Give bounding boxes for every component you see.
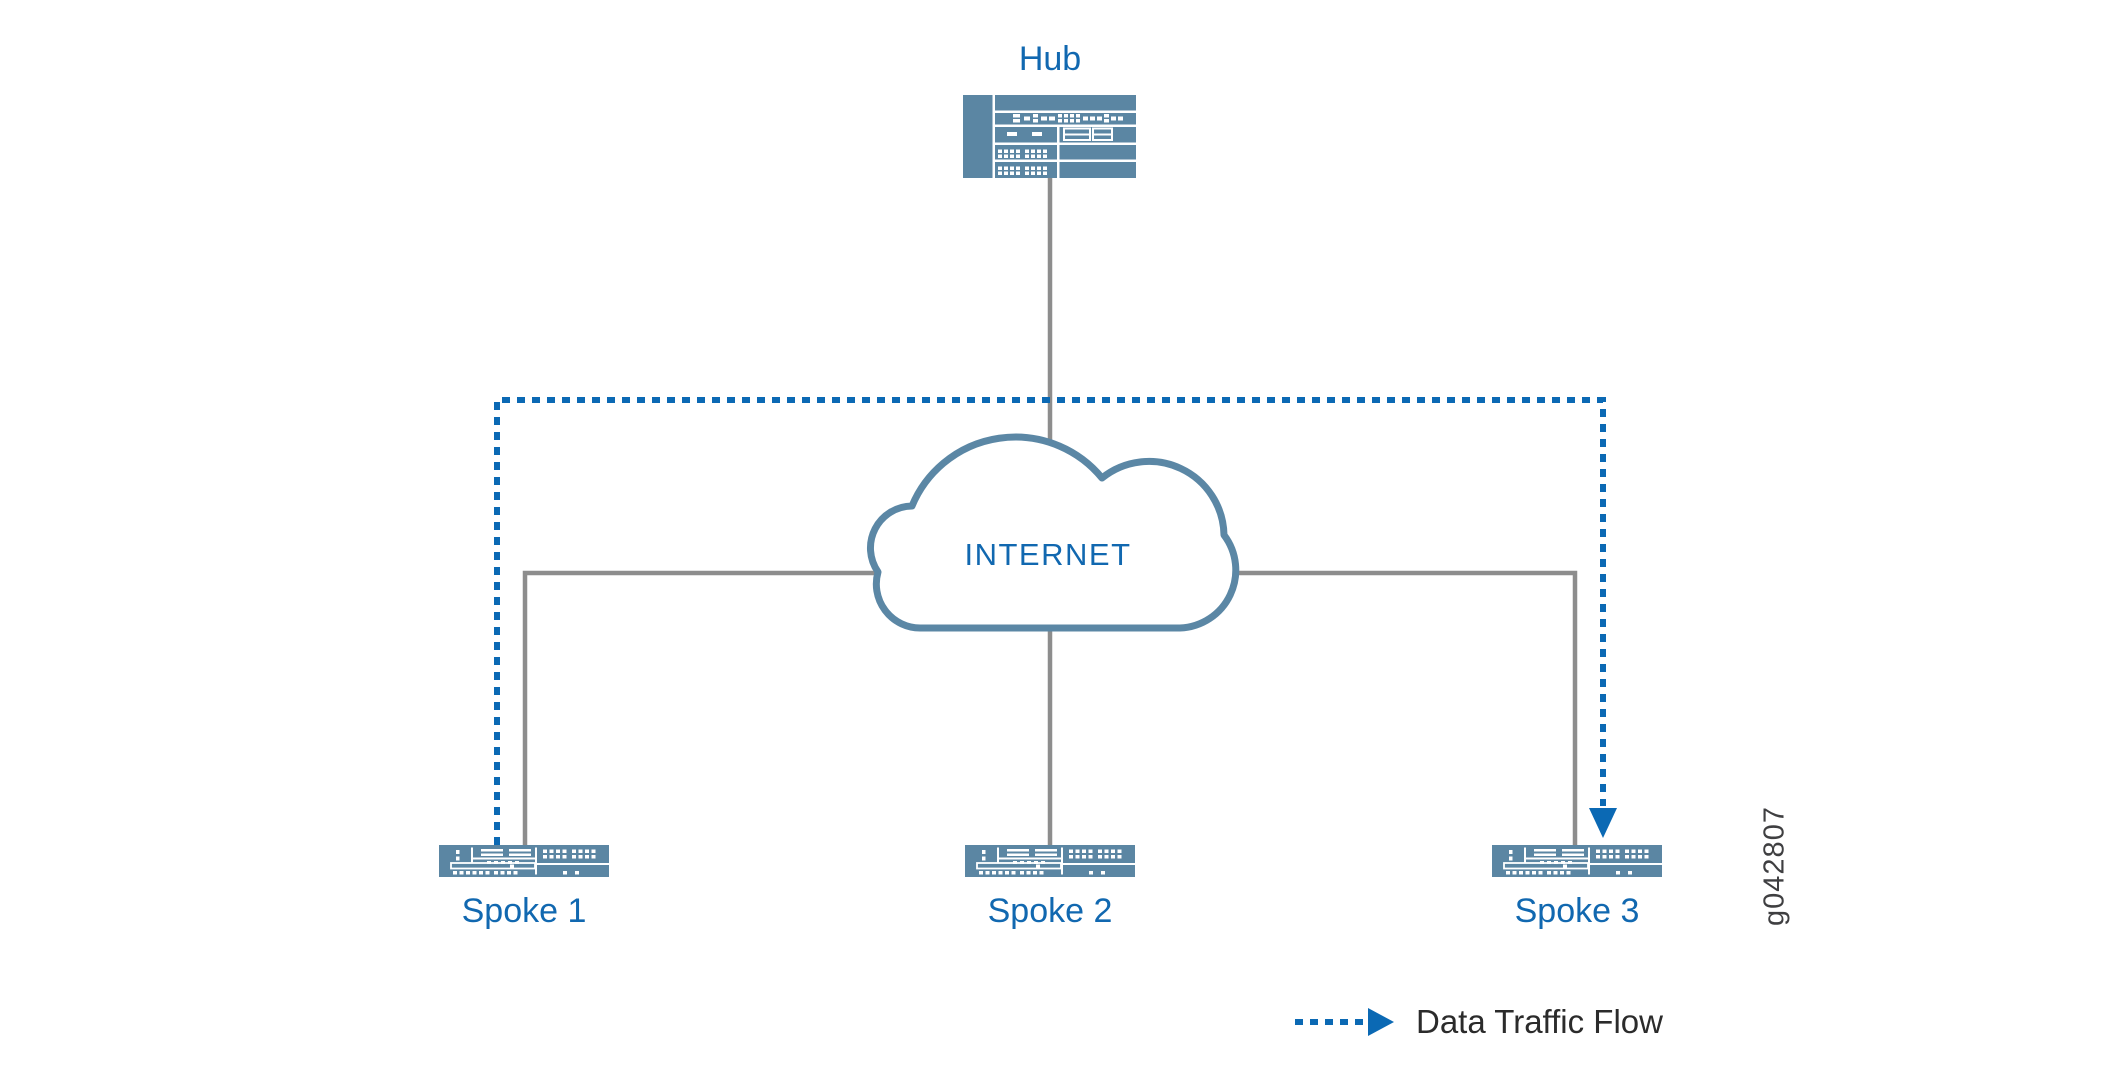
spoke2-label: Spoke 2 <box>987 892 1113 930</box>
legend-dashed-arrow-icon <box>1295 1008 1394 1036</box>
spoke3-device-icon <box>1491 844 1663 878</box>
link-internet-spoke3 <box>1205 570 1578 845</box>
internet-label: INTERNET <box>964 537 1132 572</box>
legend-label: Data Traffic Flow <box>1416 1003 1663 1040</box>
link-internet-spoke1 <box>522 570 905 845</box>
legend-arrowhead-icon <box>1368 1008 1394 1036</box>
spoke2-device-icon <box>964 844 1136 878</box>
traffic-flow-arrowhead-icon <box>1589 808 1617 838</box>
spoke3-label: Spoke 3 <box>1514 892 1640 930</box>
hub-label: Hub <box>1018 40 1082 78</box>
internet-cloud-icon <box>866 433 1240 632</box>
spoke1-label: Spoke 1 <box>461 892 587 930</box>
data-traffic-flow-path <box>494 397 1617 845</box>
spoke1-device-icon <box>438 844 610 878</box>
figure-id: g042807 <box>1758 806 1791 926</box>
hub-router-icon <box>963 95 1136 178</box>
